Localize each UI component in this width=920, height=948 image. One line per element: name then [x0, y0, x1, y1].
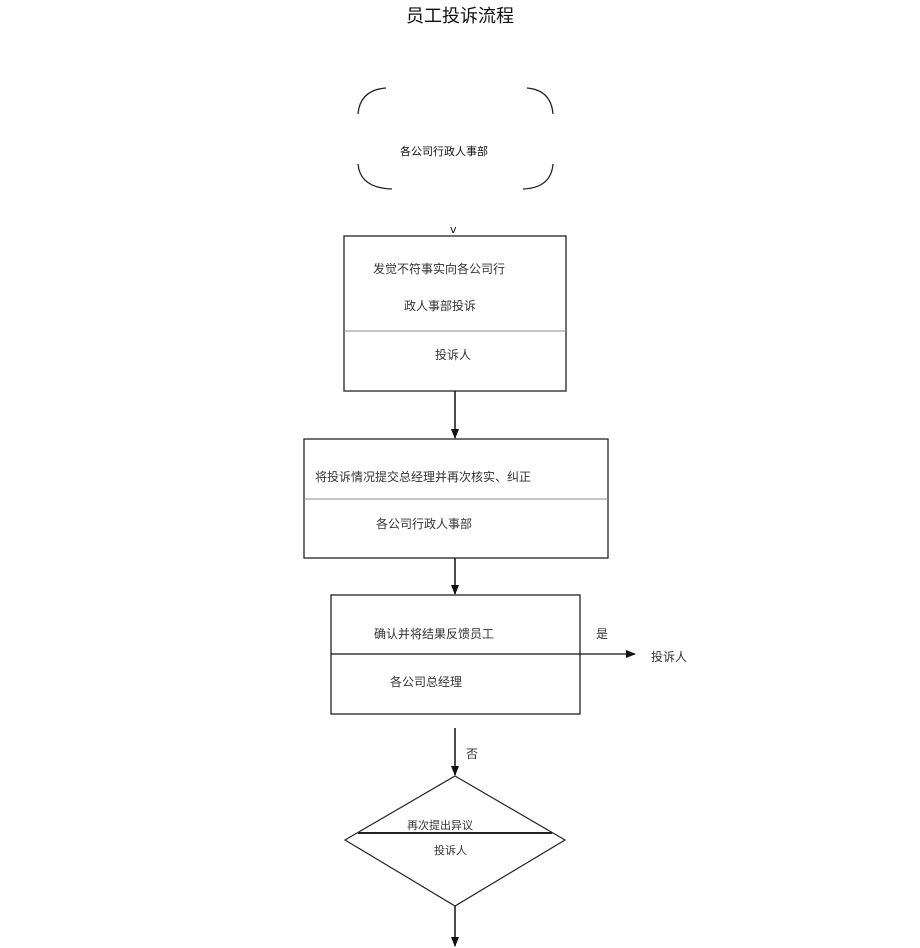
yes-branch-label: 是 — [596, 627, 609, 641]
start-corner-top-left — [357, 87, 387, 115]
step-3-owner: 各公司总经理 — [390, 675, 463, 689]
step-1-text-line1: 发觉不符事实向各公司行 — [373, 262, 506, 276]
decision-text: 再次提出异议 — [407, 819, 473, 832]
start-node-label: 各公司行政人事部 — [400, 145, 488, 158]
start-node — [357, 87, 554, 190]
no-branch-label: 否 — [466, 747, 479, 761]
step-2-box — [303, 438, 609, 559]
step-2-text: 将投诉情况提交总经理并再次核实、纠正 — [315, 470, 532, 484]
page-title: 员工投诉流程 — [406, 6, 514, 27]
step-3-text: 确认并将结果反馈员工 — [374, 627, 495, 641]
start-corner-bottom-left — [357, 163, 393, 190]
arrow-mark: v — [450, 223, 457, 236]
step-1-text-line2: 政人事部投诉 — [404, 299, 477, 313]
decision-diamond — [343, 775, 567, 907]
start-corner-top-right — [526, 87, 554, 115]
step-1-owner: 投诉人 — [435, 348, 472, 362]
step-2-owner: 各公司行政人事部 — [376, 517, 473, 531]
decision-owner: 投诉人 — [434, 844, 467, 857]
start-corner-bottom-right — [522, 163, 554, 190]
yes-branch-target: 投诉人 — [651, 650, 688, 664]
